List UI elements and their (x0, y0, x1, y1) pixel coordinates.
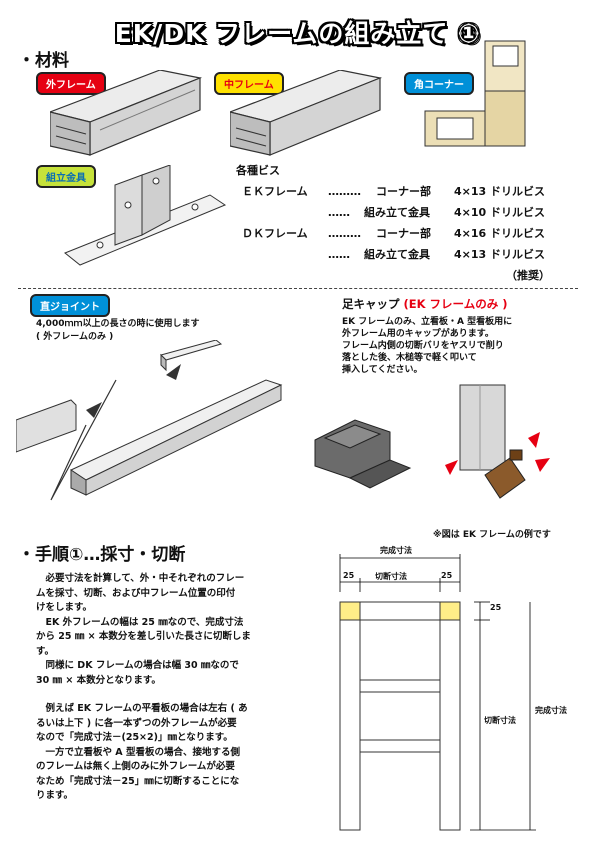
diagram-left-margin: 25 (343, 571, 355, 580)
materials-heading: ・材料 (18, 51, 69, 71)
inner-frame-tag: 中フレーム (214, 72, 284, 95)
joint-tag: 直ジョイント (30, 294, 110, 317)
procedure-body: 必要寸法を計算して、外・中それぞれのフレー ムを採寸、切断、および中フレーム位置… (36, 573, 251, 801)
outer-frame-tag: 外フレーム (36, 72, 106, 95)
page-title: EK/DK フレームの組み立て ① (114, 19, 481, 48)
screw-row: ＤＫフレーム ……… コーナー部 4×16 ドリルビス (242, 227, 546, 240)
procedure-heading: ・手順①…採寸・切断 (18, 545, 186, 565)
inner-frame-illustration (230, 70, 383, 156)
dimension-diagram (339, 554, 536, 831)
corner-tag: 角コーナー (404, 72, 474, 95)
foot-cap-heading: 足キャップ (EK フレームのみ ) (342, 297, 508, 311)
foot-cap-illustration (314, 384, 550, 499)
bracket-illustration (64, 165, 227, 266)
joint-desc-note: ( 外フレームのみ ) (36, 332, 114, 342)
screw-specs: 各種ビス ＥＫフレーム ……… コーナー部 4×13 ドリルビス …… 組み立て… (236, 160, 576, 286)
section-divider (18, 288, 578, 289)
screw-row: …… 組み立て金具 4×10 ドリルビス (328, 206, 546, 219)
screw-heading: 各種ビス (236, 164, 280, 177)
screw-note: （推奨） (506, 269, 550, 282)
diagram-cut: 切断寸法 (375, 572, 407, 581)
diagram-right-top: 25 (490, 603, 502, 612)
screw-row: …… 組み立て金具 4×13 ドリルビス (328, 248, 546, 261)
foot-cap-description: EK フレームのみ、立看板・A 型看板用に 外フレーム用のキャップがあります。 … (342, 317, 513, 375)
corner-illustration (424, 40, 526, 147)
joint-illustration (16, 340, 283, 501)
diagram-right-total: 完成寸法 (535, 706, 567, 715)
diagram-right-margin: 25 (441, 571, 453, 580)
example-note: ※図は EK フレームの例です (433, 530, 551, 540)
screw-row: ＥＫフレーム ……… コーナー部 4×13 ドリルビス (242, 185, 546, 198)
joint-desc: 4,000ｍｍ以上の長さの時に使用します (36, 319, 200, 329)
diagram-top-total: 完成寸法 (380, 546, 412, 555)
bracket-tag: 組立金具 (36, 165, 96, 188)
diagram-right-cut: 切断寸法 (484, 716, 516, 725)
outer-frame-illustration (50, 70, 203, 156)
